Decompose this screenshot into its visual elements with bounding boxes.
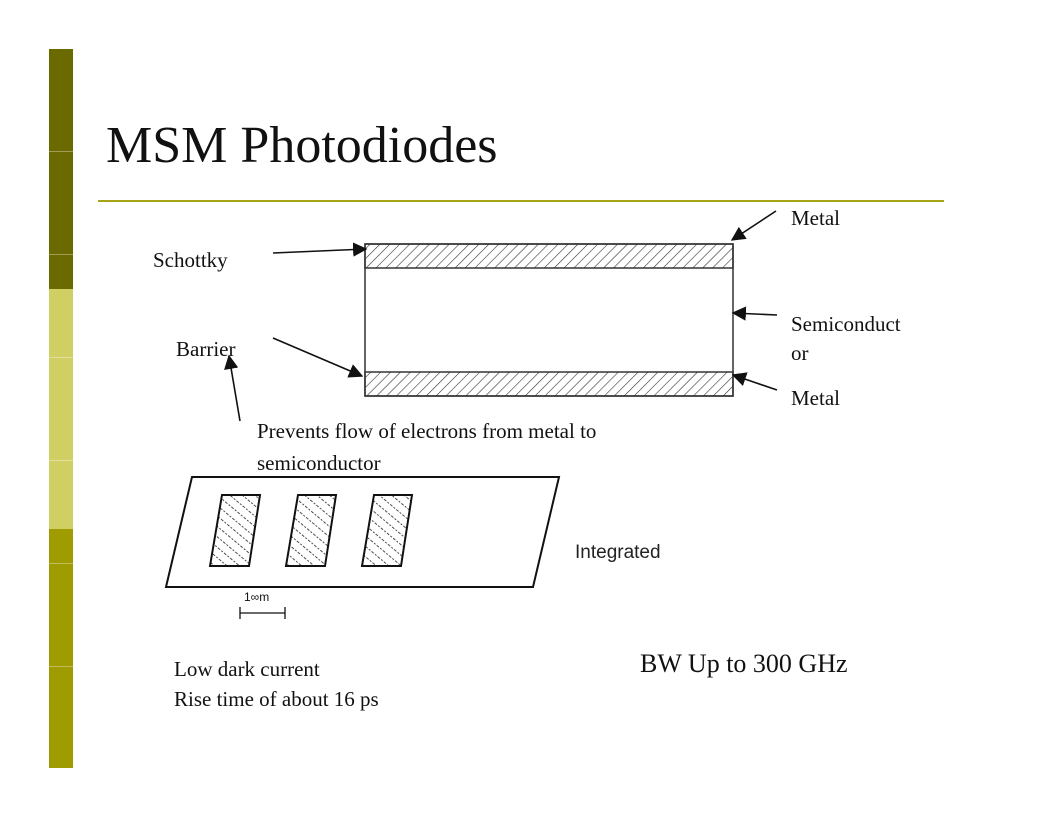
label-semiconductor-1: Semiconduct bbox=[791, 312, 901, 336]
semiconductor-layer bbox=[364, 243, 734, 397]
sidebar-divider bbox=[49, 563, 73, 564]
label-prevents-line2: semiconductor bbox=[257, 451, 381, 475]
note-low-dark-current: Low dark current bbox=[174, 657, 320, 681]
page-title: MSM Photodiodes bbox=[106, 117, 498, 174]
metal-bottom-layer bbox=[364, 371, 734, 397]
metal-top-layer bbox=[364, 243, 734, 269]
sidebar-divider bbox=[49, 460, 73, 461]
label-barrier: Barrier bbox=[176, 337, 236, 361]
label-schottky: Schottky bbox=[153, 248, 228, 272]
arrow-metal-bottom bbox=[731, 372, 778, 391]
note-bandwidth: BW Up to 300 GHz bbox=[640, 649, 848, 678]
sidebar-divider bbox=[49, 151, 73, 152]
label-metal-top: Metal bbox=[791, 206, 840, 230]
arrow-barrier bbox=[272, 337, 364, 378]
label-metal-bottom: Metal bbox=[791, 386, 840, 410]
arrow-semiconductor bbox=[731, 306, 778, 321]
label-scale: 1∞m bbox=[244, 590, 270, 604]
finger-3 bbox=[360, 494, 414, 567]
arrow-metal-top bbox=[730, 210, 777, 241]
substrate-outline bbox=[164, 476, 561, 588]
sidebar-accent-bar bbox=[49, 49, 73, 768]
label-prevents-line1: Prevents flow of electrons from metal to bbox=[257, 419, 597, 443]
integrated-top-view bbox=[164, 476, 561, 619]
sidebar-segment-light bbox=[49, 289, 73, 529]
note-rise-time: Rise time of about 16 ps bbox=[174, 687, 379, 711]
label-semiconductor-2: or bbox=[791, 341, 809, 365]
arrow-schottky bbox=[272, 242, 368, 257]
sidebar-divider bbox=[49, 666, 73, 667]
finger-1 bbox=[208, 494, 262, 567]
sidebar-divider bbox=[49, 254, 73, 255]
sidebar-divider bbox=[49, 357, 73, 358]
cross-section bbox=[364, 243, 734, 397]
title-underline bbox=[98, 200, 944, 202]
finger-2 bbox=[284, 494, 338, 567]
label-integrated: Integrated bbox=[575, 542, 661, 563]
sidebar-segment-dark bbox=[49, 49, 73, 289]
sidebar-segment-mid bbox=[49, 529, 73, 768]
arrow-prevents bbox=[224, 354, 241, 422]
